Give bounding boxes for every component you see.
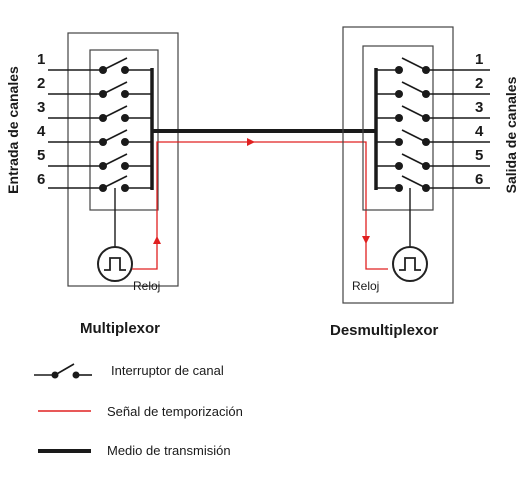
- timing-signal: [132, 138, 388, 270]
- legend-medium-item: Medio de transmisión: [38, 443, 231, 458]
- demux-switch-3: [376, 105, 490, 122]
- legend-switch-item: Interruptor de canal: [34, 363, 224, 379]
- mux-channel-2: 2: [37, 75, 45, 92]
- demultiplexer: 1 2 3 4 5 6 Salida de canales Reloj Desm…: [330, 26, 519, 339]
- mux-clock-icon: [97, 246, 133, 282]
- demux-switch-4: [376, 129, 490, 146]
- demux-channel-4: 4: [475, 123, 484, 140]
- demux-title: Desmultiplexor: [330, 322, 439, 339]
- legend-signal-item: Señal de temporización: [38, 404, 243, 419]
- demux-channel-5: 5: [475, 147, 483, 164]
- mux-number-labels: 1 2 3 4 5 6: [37, 51, 46, 188]
- demux-side-label: Salida de canales: [503, 76, 519, 193]
- mux-switch-3: [48, 105, 152, 122]
- mux-switch-2: [48, 81, 152, 98]
- demux-switch-5: [376, 153, 490, 170]
- mux-channel-6: 6: [37, 171, 45, 188]
- demux-clock-icon: [392, 246, 428, 282]
- demux-inner-box: [362, 45, 434, 211]
- mux-channel-3: 3: [37, 99, 45, 116]
- signal-arrow-right: [247, 138, 255, 146]
- demux-clock-label: Reloj: [352, 279, 379, 293]
- demux-outer-box: [342, 26, 454, 304]
- legend-signal-label: Señal de temporización: [107, 404, 243, 419]
- mux-switches: [48, 57, 154, 247]
- mux-switch-4: [48, 129, 152, 146]
- mux-channel-4: 4: [37, 123, 46, 140]
- legend-switch-label: Interruptor de canal: [111, 363, 224, 378]
- mux-side-label: Entrada de canales: [5, 66, 21, 194]
- mux-channel-5: 5: [37, 147, 45, 164]
- demux-switch-1: [376, 57, 490, 74]
- mux-title: Multiplexor: [80, 320, 160, 337]
- mux-channel-1: 1: [37, 51, 45, 68]
- demux-channel-2: 2: [475, 75, 483, 92]
- demux-switch-6: [376, 175, 490, 192]
- demux-clock-pulse: [399, 257, 421, 271]
- mux-clock-label: Reloj: [133, 279, 160, 293]
- mux-switch-6: [48, 175, 152, 192]
- demux-switch-2: [376, 81, 490, 98]
- legend: Interruptor de canal Señal de temporizac…: [34, 363, 243, 458]
- mux-clock-pulse: [104, 257, 126, 271]
- mux-outer-box: [67, 32, 179, 287]
- signal-arrow-down: [362, 236, 370, 244]
- signal-arrow-up: [153, 236, 161, 244]
- mux-switch-5: [48, 153, 152, 170]
- demux-switches: [374, 57, 490, 247]
- mux-switch-1: [48, 57, 152, 74]
- timing-signal-path: [132, 141, 388, 270]
- demux-channel-3: 3: [475, 99, 483, 116]
- demux-channel-1: 1: [475, 51, 483, 68]
- demux-number-labels: 1 2 3 4 5 6: [475, 51, 484, 188]
- legend-medium-label: Medio de transmisión: [107, 443, 231, 458]
- switch-icon: [34, 363, 92, 379]
- multiplexer: 1 2 3 4 5 6 Entrada de canales Reloj Mul…: [5, 32, 179, 337]
- demux-channel-6: 6: [475, 171, 483, 188]
